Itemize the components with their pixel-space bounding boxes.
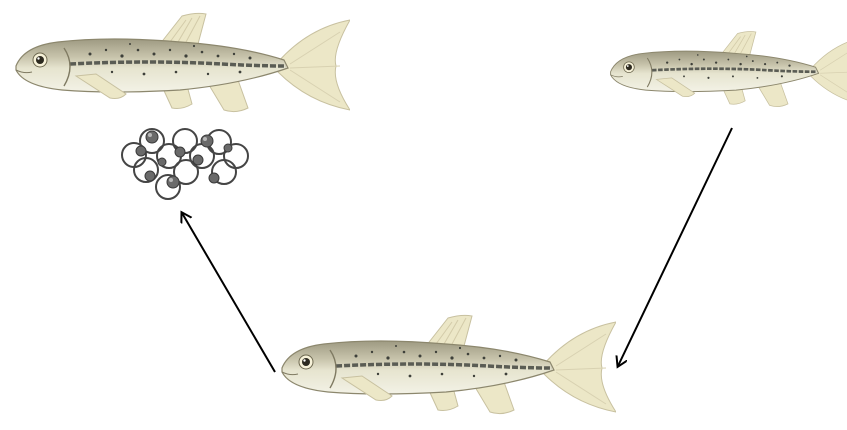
- life-cycle-diagram: [0, 0, 847, 430]
